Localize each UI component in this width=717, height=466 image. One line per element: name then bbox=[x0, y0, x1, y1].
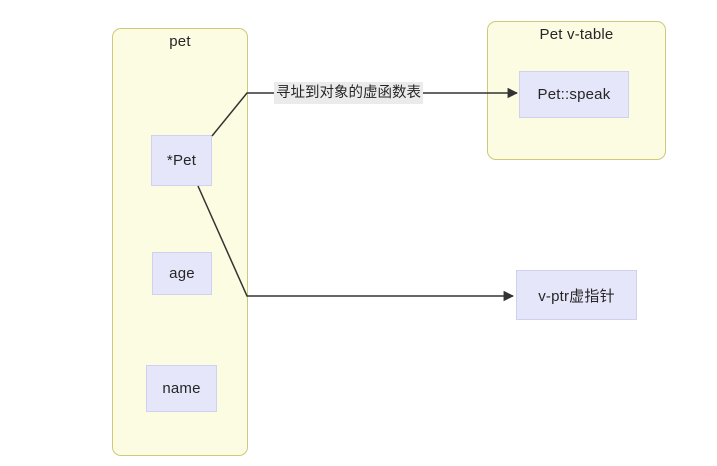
node-vptr: v-ptr虚指针 bbox=[516, 270, 637, 320]
edge-pet-ptr-to-vtable bbox=[211, 87, 519, 137]
field-age: age bbox=[152, 252, 212, 295]
edge-pet-ptr-to-vptr bbox=[197, 185, 515, 302]
field-name: name bbox=[146, 365, 217, 412]
field-pet-ptr: *Pet bbox=[151, 135, 212, 186]
field-pet-speak: Pet::speak bbox=[519, 71, 629, 118]
edge-label-vtable-lookup: 寻址到对象的虚函数表 bbox=[274, 82, 423, 104]
container-vtable-title: Pet v-table bbox=[539, 26, 614, 43]
container-pet-title: pet bbox=[169, 33, 191, 50]
